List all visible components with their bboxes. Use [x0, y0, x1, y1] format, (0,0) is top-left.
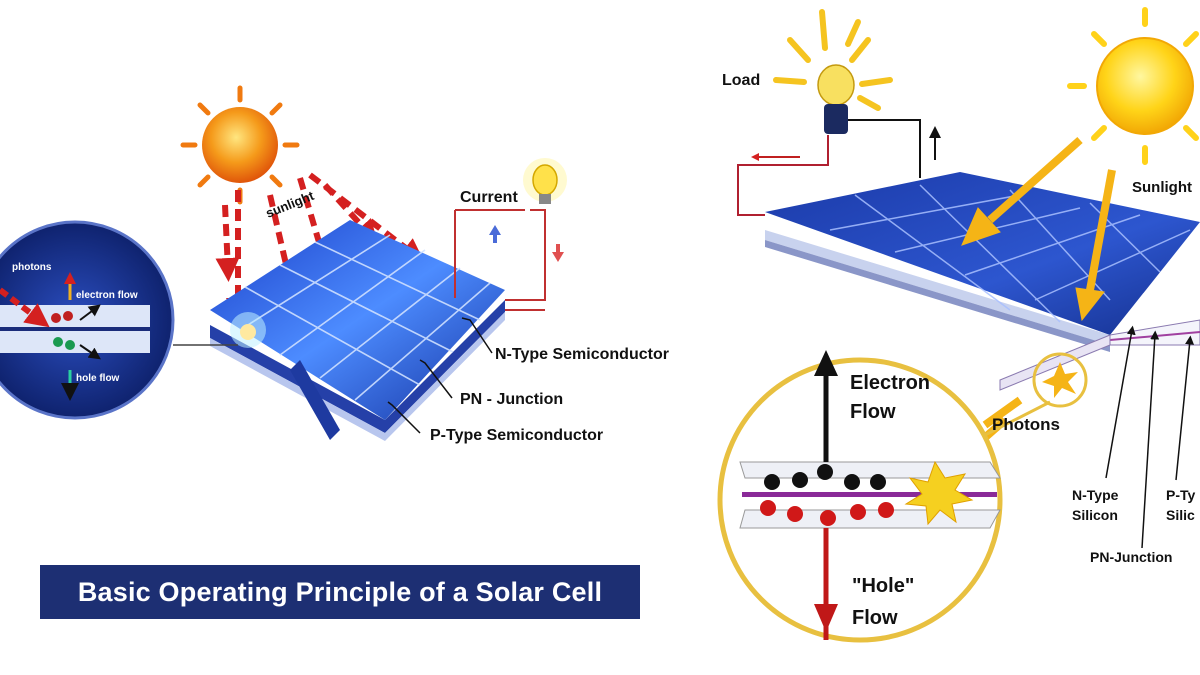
light-bulb-icon-left — [523, 158, 567, 204]
photon-burst-small-icon — [1042, 362, 1078, 398]
photon-inset-circle — [0, 220, 238, 420]
current-arrow-down — [552, 244, 564, 262]
solar-panel-left — [210, 220, 505, 441]
circuit-wire-left — [454, 209, 546, 311]
p-type-label-left: P-Type Semiconductor — [430, 427, 603, 444]
diagram-title: Basic Operating Principle of a Solar Cel… — [40, 565, 640, 619]
electron-flow-label-2: Flow — [850, 401, 896, 423]
inset-hole-flow-label: hole flow — [76, 373, 120, 384]
pn-junction-label-left: PN - Junction — [460, 391, 563, 408]
n-type-silicon-label-2: Silicon — [1072, 507, 1118, 523]
inset-electron-flow-label: electron flow — [76, 290, 138, 301]
magnified-junction-circle — [717, 350, 1003, 643]
photon-focus-circle — [1032, 352, 1088, 408]
pn-junction-label-right: PN-Junction — [1090, 549, 1172, 565]
p-type-silicon-label-2: Silic — [1166, 507, 1195, 523]
electron-flow-label-1: Electron — [850, 372, 930, 394]
layer-pointers-right — [1105, 325, 1195, 549]
inset-photons-label: photons — [12, 262, 52, 273]
sunlight-label-right: Sunlight — [1132, 179, 1192, 196]
sun-icon-right — [1067, 7, 1199, 165]
solar-panel-right — [765, 172, 1200, 391]
layer-pointers-left — [387, 317, 493, 434]
n-type-label-left: N-Type Semiconductor — [495, 346, 669, 363]
hole-flow-label-2: Flow — [852, 607, 898, 629]
magnifier-connector — [984, 400, 1051, 437]
n-type-silicon-label-1: N-Type — [1072, 487, 1119, 503]
circuit-wire-right — [737, 119, 921, 216]
photons-label-right: Photons — [992, 415, 1060, 434]
load-label: Load — [722, 72, 760, 89]
p-type-silicon-label-1: P-Ty — [1166, 487, 1196, 503]
hole-flow-label-1: "Hole" — [852, 575, 914, 597]
current-label: Current — [460, 189, 518, 206]
current-arrow-up — [489, 225, 501, 243]
sun-icon-left — [180, 85, 300, 205]
load-bulb-icon — [773, 9, 893, 134]
